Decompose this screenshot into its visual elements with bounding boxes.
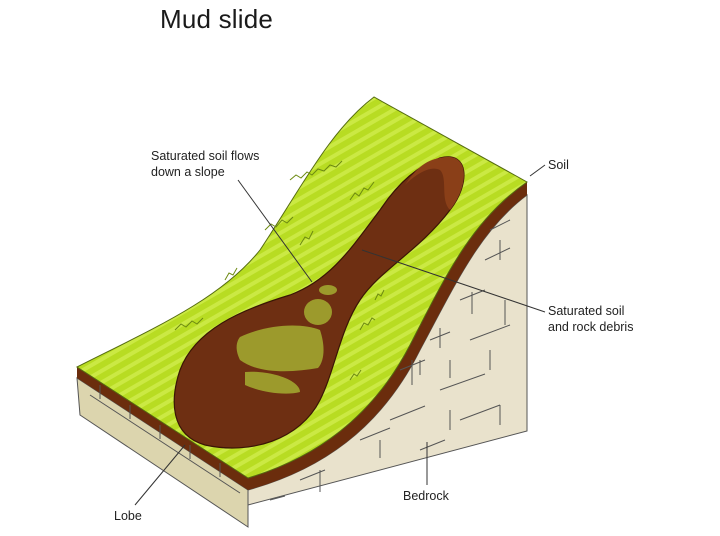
bedrock-cracks <box>89 219 511 501</box>
soil-layer-front <box>77 367 248 490</box>
grass-texture <box>174 160 385 381</box>
label-lobe: Lobe <box>114 509 142 523</box>
label-debris: Saturated soil and rock debris <box>548 304 634 334</box>
scarp-rim <box>405 156 464 210</box>
leader-debris <box>361 249 546 313</box>
mud-patch <box>304 299 332 325</box>
leader-lines <box>134 164 546 506</box>
leader-lobe <box>134 444 186 506</box>
leader-soil <box>529 164 546 177</box>
mud-patch <box>236 325 324 372</box>
diagram-title: Mud slide <box>160 4 274 34</box>
leader-flow <box>237 179 313 283</box>
label-soil: Soil <box>548 158 569 172</box>
label-flow: Saturated soil flows down a slope <box>151 149 260 179</box>
label-bedrock: Bedrock <box>403 489 449 503</box>
mud-patch <box>319 285 337 295</box>
soil-layer-side <box>248 182 527 490</box>
mud-patch <box>245 371 300 394</box>
